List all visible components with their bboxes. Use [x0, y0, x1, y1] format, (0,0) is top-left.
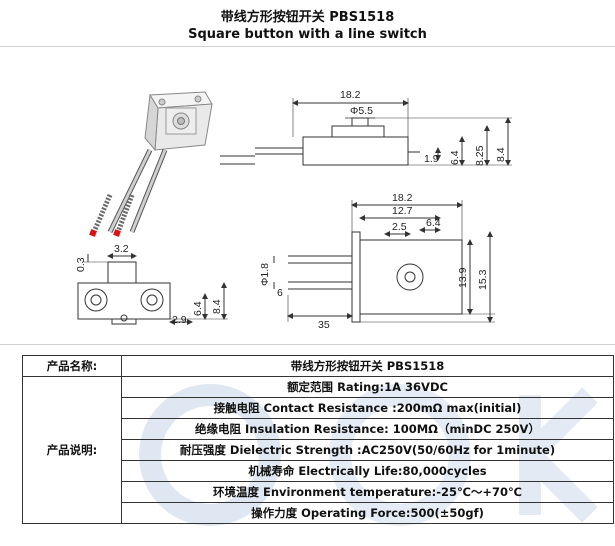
top-dim-d: 8.4 [495, 147, 507, 162]
top-dim-a: 1.9 [424, 153, 439, 165]
bottom-divider [0, 344, 615, 345]
table-row: 产品说明: 额定范围 Rating:1A 36VDC [22, 376, 614, 524]
technical-drawing: 18.2 Φ5.5 1.9 6.4 8.25 8.4 18.2 12.7 6 [75, 89, 512, 331]
spec-dielectric-strength: 耐压强度 Dielectric Strength :AC250V(50/60Hz… [121, 439, 614, 461]
side-dim-g: 13.9 [457, 267, 469, 288]
spec-contact-resistance: 接触电阻 Contact Resistance :200mΩ max(initi… [121, 397, 614, 419]
table-row: 环境温度 Environment temperature:-25℃～+70℃ [23, 481, 614, 503]
side-dim-e: Φ1.8 [259, 263, 271, 286]
spec-environment-temperature: 环境温度 Environment temperature:-25℃～+70℃ [121, 481, 614, 503]
top-divider [0, 46, 615, 47]
product-photo [89, 91, 213, 237]
table-row: 产品名称: 带线方形按钮开关 PBS1518 [22, 355, 614, 377]
top-dim-width: 18.2 [340, 89, 361, 101]
product-name-value: 带线方形按钮开关 PBS1518 [121, 355, 614, 377]
title-chinese: 带线方形按钮开关 PBS1518 [220, 10, 395, 25]
front-dim-d: 6.4 [192, 301, 204, 316]
top-dim-b: 6.4 [449, 150, 461, 165]
spec-rating: 额定范围 Rating:1A 36VDC [121, 376, 614, 398]
front-dim-e: 8.4 [211, 299, 223, 314]
product-name-label: 产品名称: [22, 355, 122, 377]
side-dim-a: 18.2 [392, 192, 413, 204]
spec-table: 产品名称: 带线方形按钮开关 PBS1518 产品说明: 额定范围 Rating… [22, 355, 614, 524]
front-dim-b: 3.2 [114, 243, 129, 255]
top-view-drawing: 18.2 Φ5.5 1.9 6.4 8.25 8.4 [220, 89, 512, 166]
side-dim-f: 6 [277, 287, 283, 299]
side-dim-b: 12.7 [392, 205, 413, 217]
spec-operating-force: 操作力度 Operating Force:500(±50gf) [121, 502, 614, 524]
spec-insulation-resistance: 绝缘电阻 Insulation Resistance: 100MΩ（minDC … [121, 418, 614, 440]
top-dim-c: 8.25 [474, 145, 486, 166]
product-desc-label: 产品说明: [22, 376, 122, 524]
table-row: 操作力度 Operating Force:500(±50gf) [23, 502, 614, 524]
front-dim-c: 2.9 [172, 314, 187, 326]
side-dim-d: 2.5 [392, 221, 407, 233]
side-dim-c: 6.4 [426, 217, 441, 229]
table-row: 耐压强度 Dielectric Strength :AC250V(50/60Hz… [23, 439, 614, 461]
side-view-drawing: 18.2 12.7 6.4 2.5 Φ1.8 6 13.9 15.3 35 [259, 192, 495, 331]
front-dim-a: 0.3 [75, 257, 87, 272]
spec-electrical-life: 机械寿命 Electrically Life:80,000cycles [121, 460, 614, 482]
side-dim-h: 15.3 [477, 269, 489, 290]
top-dim-hole: Φ5.5 [350, 105, 373, 117]
front-view-drawing: 0.3 3.2 2.9 6.4 8.4 [75, 243, 228, 326]
title-english: Square button with a line switch [188, 27, 427, 42]
side-dim-i: 35 [318, 319, 330, 331]
